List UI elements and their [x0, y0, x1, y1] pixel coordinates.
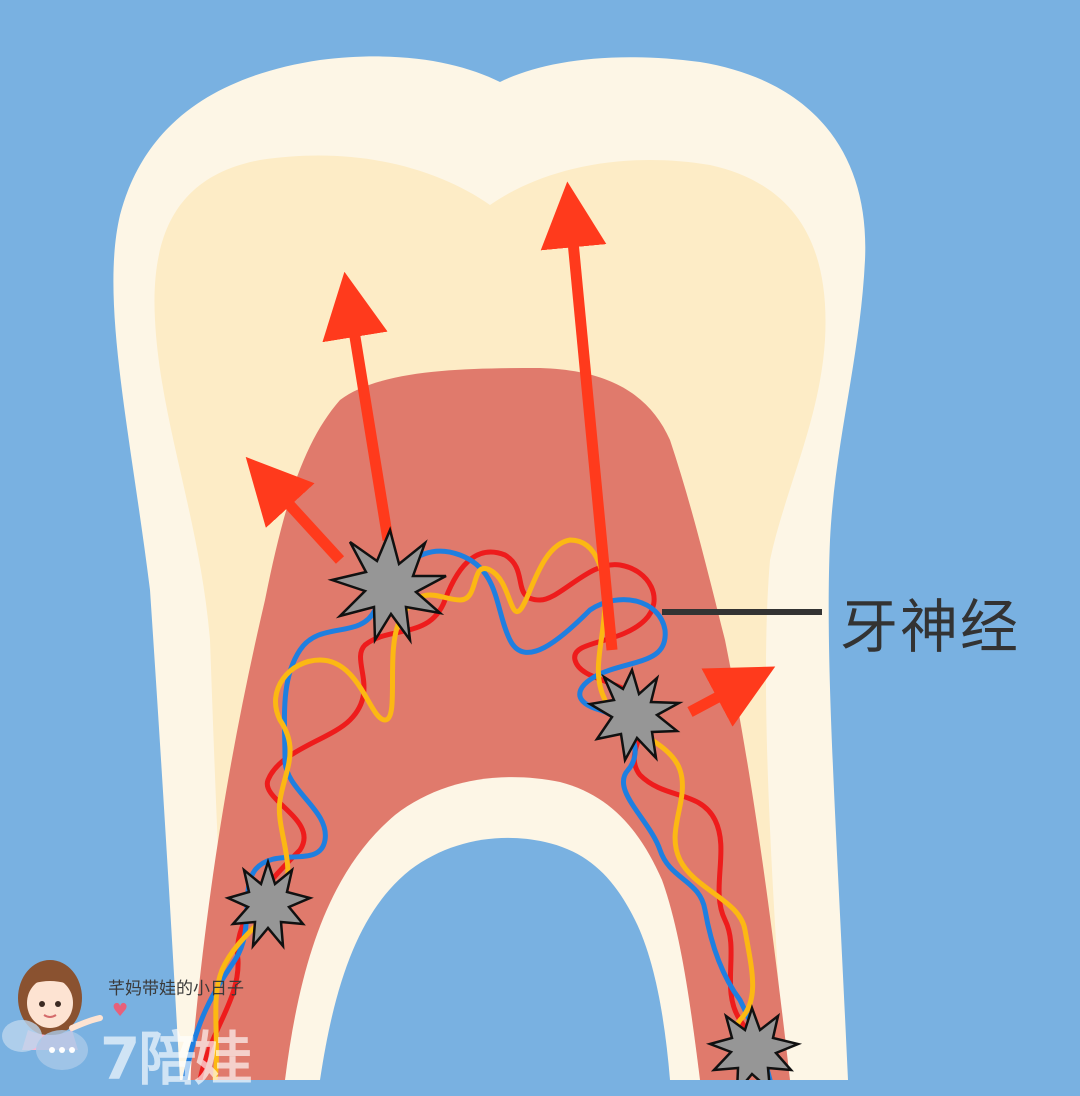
nerve-blue [182, 548, 773, 1080]
root-gap [320, 837, 670, 1080]
pain-arrow-up-tall [540, 181, 618, 651]
nerve-yellow [212, 537, 756, 1080]
pain-arrow-up-left [245, 456, 345, 564]
chat-bubble-icon [2, 1020, 88, 1070]
cartoon-girl-avatar [18, 960, 103, 1050]
pain-burst-icon [224, 857, 314, 950]
pain-arrow-up [322, 271, 394, 541]
watermark-text: 芊妈带娃的小日子 [108, 979, 244, 999]
pain-burst-icon [327, 526, 447, 645]
heart-icon: ♥ [112, 1000, 129, 1021]
pain-burst-icon [705, 1004, 803, 1080]
pain-arrow-right [687, 666, 776, 727]
pain-burst-icon [586, 666, 684, 764]
watermark-logo: 7陪娃 [100, 1025, 252, 1093]
nerve-callout-label: 牙神经 [840, 593, 1021, 661]
